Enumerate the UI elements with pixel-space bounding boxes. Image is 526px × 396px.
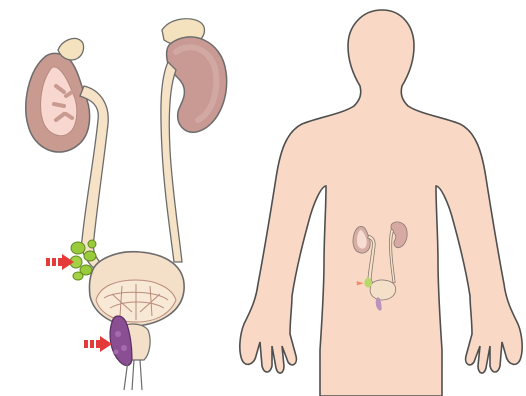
arrow-right-icon: [84, 336, 112, 352]
prostate-tumor: [110, 316, 150, 390]
urinary-system-detail: [0, 0, 260, 396]
body-overview: [236, 0, 526, 396]
right-ureter: [161, 62, 182, 262]
arrow-right-icon: [46, 254, 74, 270]
urinary-system-svg: [0, 0, 260, 396]
bladder: [89, 252, 184, 326]
human-torso-icon: [236, 0, 526, 396]
